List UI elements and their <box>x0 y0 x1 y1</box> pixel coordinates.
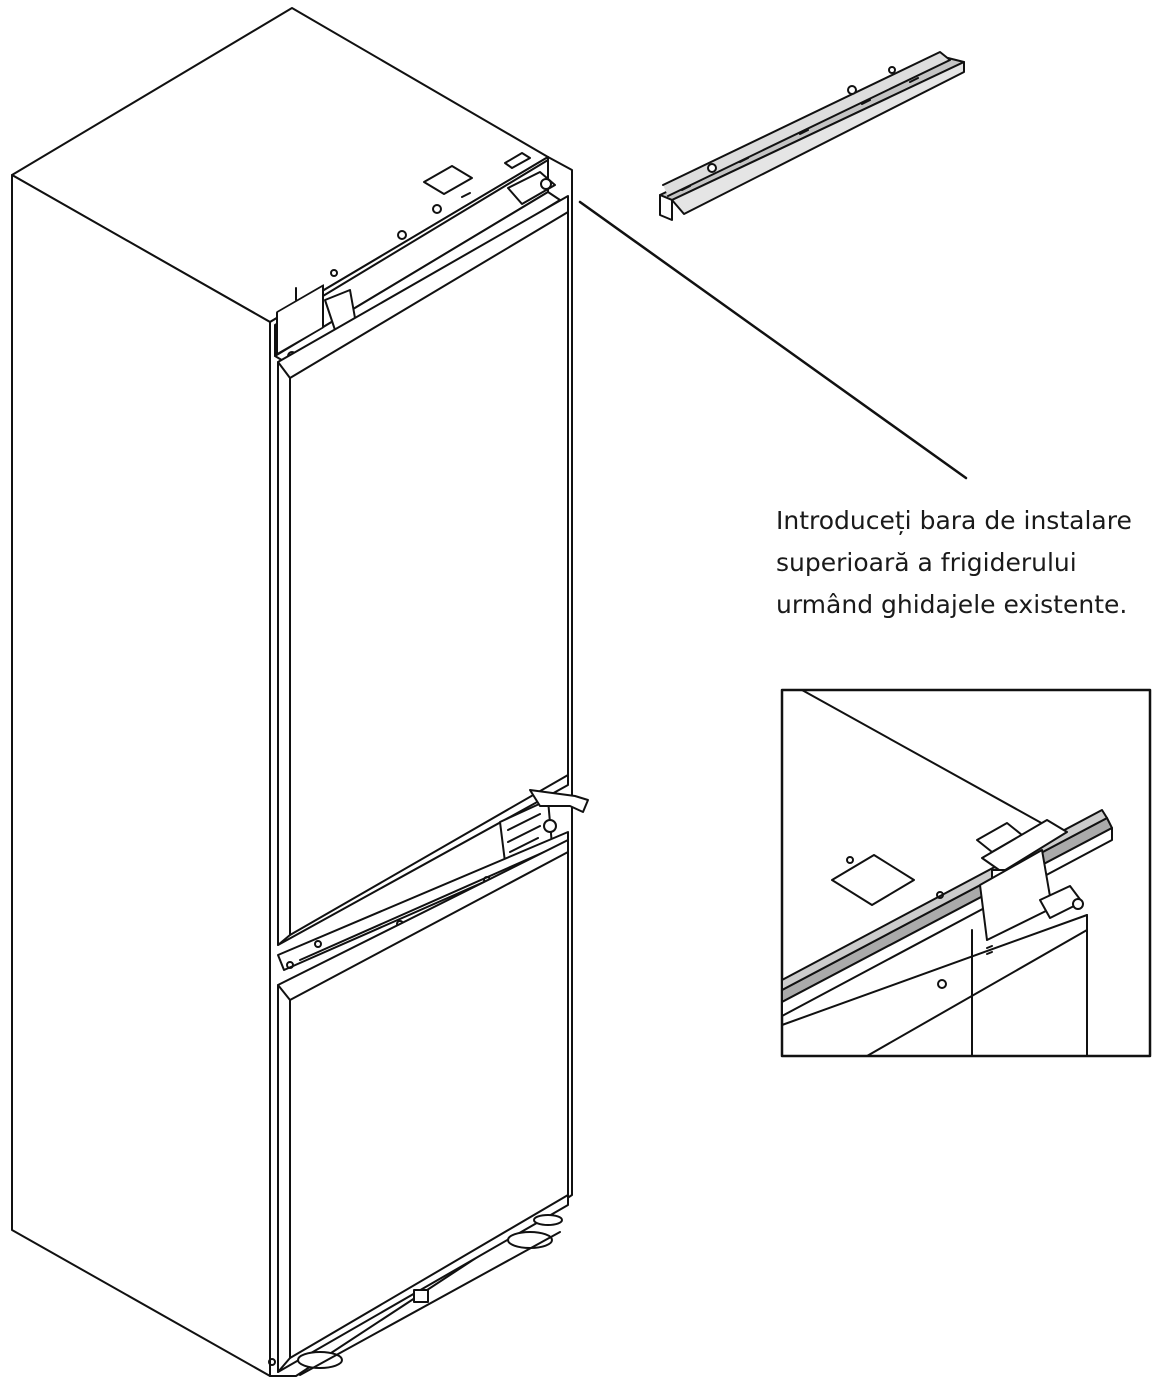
top-hinge-area <box>274 152 561 366</box>
upper-door <box>277 195 569 946</box>
lower-door <box>277 839 569 1373</box>
fridge-cabinet <box>11 7 589 1377</box>
cabinet-side-face <box>11 174 271 1377</box>
leader-line <box>578 200 968 480</box>
cabinet-feet <box>297 1214 563 1376</box>
detail-inset <box>780 688 1152 1058</box>
caption-line-3: urmând ghidajele existente. <box>776 590 1128 619</box>
caption-line-2: superioară a frigiderului <box>776 548 1077 577</box>
instruction-caption: Introduceți bara de instalare superioară… <box>776 500 1151 626</box>
caption-line-1: Introduceți bara de instalare <box>776 506 1132 535</box>
installation-bar <box>659 51 965 221</box>
